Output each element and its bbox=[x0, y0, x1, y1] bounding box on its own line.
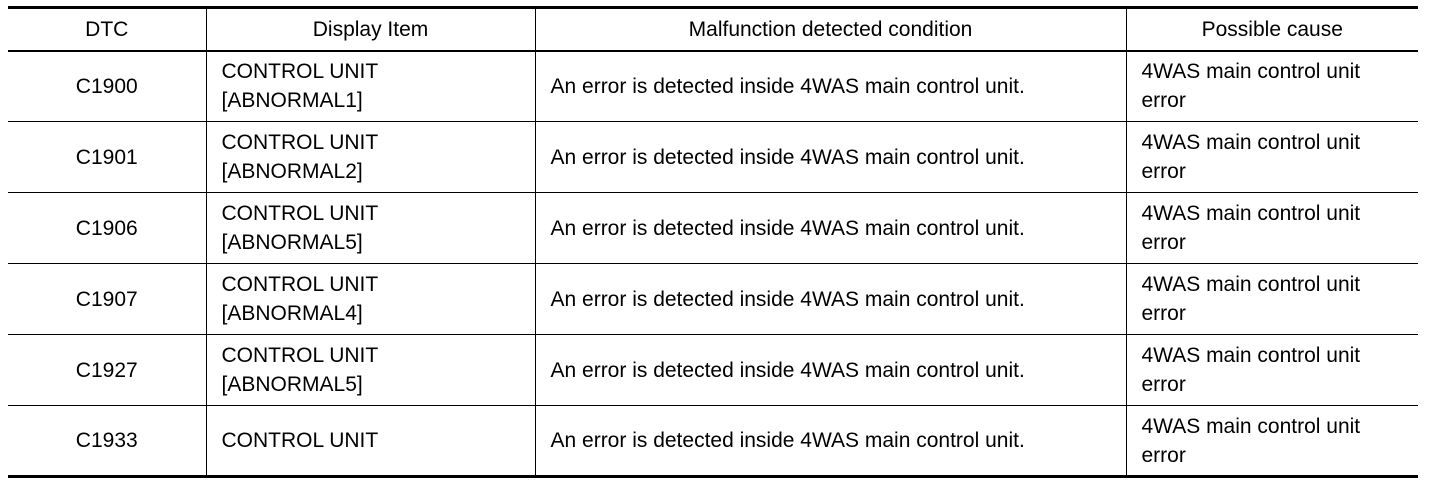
display-item-line1: CONTROL UNIT bbox=[221, 202, 379, 225]
cause-cell: 4WAS main control unit error bbox=[1125, 334, 1418, 406]
condition-cell: An error is detected inside 4WAS main co… bbox=[534, 121, 1127, 193]
condition-cell: An error is detected inside 4WAS main co… bbox=[534, 50, 1127, 122]
table-row: C1933 CONTROL UNIT An error is detected … bbox=[8, 405, 1418, 478]
table-row: C1927 CONTROL UNIT [ABNORMAL5] An error … bbox=[8, 334, 1418, 406]
cause-line1: 4WAS main control unit bbox=[1141, 202, 1361, 225]
condition-cell: An error is detected inside 4WAS main co… bbox=[534, 263, 1127, 335]
cause-line2: error bbox=[1141, 373, 1186, 396]
display-item-cell: CONTROL UNIT bbox=[205, 405, 536, 478]
header-dtc: DTC bbox=[8, 6, 207, 52]
cause-line1: 4WAS main control unit bbox=[1141, 273, 1361, 296]
dtc-table: DTC Display Item Malfunction detected co… bbox=[8, 6, 1418, 478]
display-item-line1: CONTROL UNIT bbox=[221, 60, 379, 84]
table-row: C1907 CONTROL UNIT [ABNORMAL4] An error … bbox=[8, 263, 1418, 335]
display-item-line2: [ABNORMAL2] bbox=[221, 160, 363, 183]
condition-cell: An error is detected inside 4WAS main co… bbox=[534, 405, 1127, 478]
table-body: C1900 CONTROL UNIT [ABNORMAL1] An error … bbox=[8, 50, 1418, 478]
cause-cell: 4WAS main control unit error bbox=[1125, 263, 1418, 335]
display-item-cell: CONTROL UNIT [ABNORMAL5] bbox=[205, 192, 536, 264]
header-row: DTC Display Item Malfunction detected co… bbox=[8, 6, 1418, 52]
display-item-cell: CONTROL UNIT [ABNORMAL2] bbox=[205, 121, 536, 193]
display-item-line1: CONTROL UNIT bbox=[221, 131, 379, 154]
cause-cell: 4WAS main control unit error bbox=[1125, 121, 1418, 193]
condition-cell: An error is detected inside 4WAS main co… bbox=[534, 192, 1127, 264]
cause-line1: 4WAS main control unit bbox=[1141, 414, 1361, 438]
cause-cell: 4WAS main control unit error bbox=[1125, 192, 1418, 264]
cause-line1: 4WAS main control unit bbox=[1141, 131, 1361, 154]
cause-cell: 4WAS main control unit error bbox=[1125, 405, 1418, 478]
header-display-item: Display Item bbox=[205, 6, 536, 52]
dtc-cell: C1933 bbox=[8, 405, 207, 478]
header-cause: Possible cause bbox=[1125, 6, 1418, 52]
cause-line1: 4WAS main control unit bbox=[1141, 60, 1361, 84]
condition-cell: An error is detected inside 4WAS main co… bbox=[534, 334, 1127, 406]
dtc-cell: C1901 bbox=[8, 121, 207, 193]
display-item-line1: CONTROL UNIT bbox=[221, 273, 379, 296]
cause-line2: error bbox=[1141, 89, 1186, 113]
cause-line2: error bbox=[1141, 443, 1186, 467]
header-condition: Malfunction detected condition bbox=[534, 6, 1127, 52]
dtc-cell: C1907 bbox=[8, 263, 207, 335]
display-item-cell: CONTROL UNIT [ABNORMAL5] bbox=[205, 334, 536, 406]
display-item-line1: CONTROL UNIT bbox=[221, 344, 379, 367]
table-row: C1901 CONTROL UNIT [ABNORMAL2] An error … bbox=[8, 121, 1418, 193]
dtc-cell: C1900 bbox=[8, 50, 207, 122]
cause-line2: error bbox=[1141, 231, 1186, 254]
display-item-line2: [ABNORMAL5] bbox=[221, 231, 363, 254]
dtc-cell: C1927 bbox=[8, 334, 207, 406]
display-item-line1: CONTROL UNIT bbox=[221, 429, 379, 452]
display-item-line2: [ABNORMAL1] bbox=[221, 89, 363, 113]
display-item-line2: [ABNORMAL4] bbox=[221, 302, 363, 325]
display-item-line2: [ABNORMAL5] bbox=[221, 373, 363, 396]
table-header: DTC Display Item Malfunction detected co… bbox=[8, 6, 1418, 52]
table-row: C1900 CONTROL UNIT [ABNORMAL1] An error … bbox=[8, 50, 1418, 122]
cause-cell: 4WAS main control unit error bbox=[1125, 50, 1418, 122]
cause-line2: error bbox=[1141, 160, 1186, 183]
display-item-cell: CONTROL UNIT [ABNORMAL1] bbox=[205, 50, 536, 122]
dtc-cell: C1906 bbox=[8, 192, 207, 264]
cause-line2: error bbox=[1141, 302, 1186, 325]
display-item-cell: CONTROL UNIT [ABNORMAL4] bbox=[205, 263, 536, 335]
table-row: C1906 CONTROL UNIT [ABNORMAL5] An error … bbox=[8, 192, 1418, 264]
cause-line1: 4WAS main control unit bbox=[1141, 344, 1361, 367]
